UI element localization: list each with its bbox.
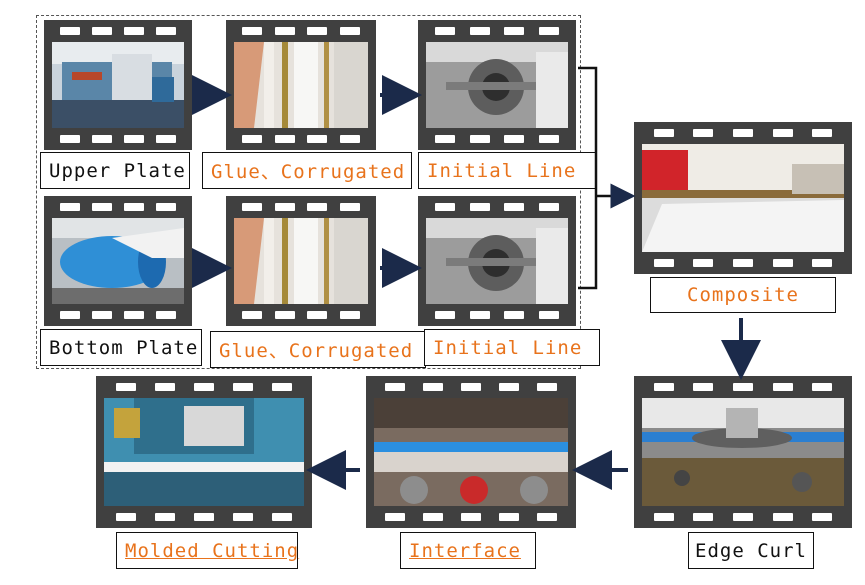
film-edge-curl [634, 376, 852, 528]
film-upper-plate [44, 20, 192, 150]
photo-interface [374, 398, 568, 506]
label-upper-plate-text: Upper Plate [49, 159, 186, 182]
label-interface: Interface [400, 532, 536, 569]
label-glue-bottom: Glue、Corrugated [210, 331, 426, 368]
label-molded-cutting-text: Molded Cutting [125, 539, 300, 562]
film-glue-bottom [226, 196, 376, 326]
label-edge-curl-text: Edge Curl [695, 539, 807, 562]
label-glue-top: Glue、Corrugated [202, 152, 412, 189]
photo-glue-corrugated-top [234, 42, 368, 128]
photo-upper-plate-machine [52, 42, 184, 128]
film-interface [366, 376, 576, 528]
photo-initial-line-bottom [426, 218, 568, 304]
film-initial-top [418, 20, 576, 150]
label-upper-plate: Upper Plate [40, 152, 190, 189]
label-glue-top-text: Glue、Corrugated [211, 161, 406, 183]
connector-top [578, 66, 598, 196]
label-composite-text: Composite [687, 284, 799, 306]
photo-bottom-plate-coil [52, 218, 184, 304]
label-composite: Composite [650, 277, 836, 313]
photo-molded-cutting [104, 398, 304, 506]
label-initial-bottom: Initial Line [424, 329, 600, 366]
photo-glue-corrugated-bottom [234, 218, 368, 304]
label-interface-text: Interface [409, 539, 521, 562]
label-initial-bottom-text: Initial Line [433, 336, 583, 359]
label-glue-bottom-text: Glue、Corrugated [219, 340, 414, 362]
photo-edge-curl [642, 398, 844, 506]
connector-bottom [578, 196, 598, 290]
top-stage-group [36, 15, 581, 369]
photo-composite [642, 144, 844, 252]
film-initial-bottom [418, 196, 576, 326]
photo-initial-line-top [426, 42, 568, 128]
label-bottom-plate-text: Bottom Plate [49, 336, 199, 359]
label-initial-top: Initial Line [418, 152, 596, 189]
film-molded-cutting [96, 376, 312, 528]
film-glue-top [226, 20, 376, 150]
film-composite [634, 122, 852, 274]
label-initial-top-text: Initial Line [427, 159, 577, 182]
label-bottom-plate: Bottom Plate [40, 329, 202, 366]
label-molded-cutting: Molded Cutting [116, 532, 298, 569]
film-bottom-plate [44, 196, 192, 326]
label-edge-curl: Edge Curl [688, 532, 814, 569]
